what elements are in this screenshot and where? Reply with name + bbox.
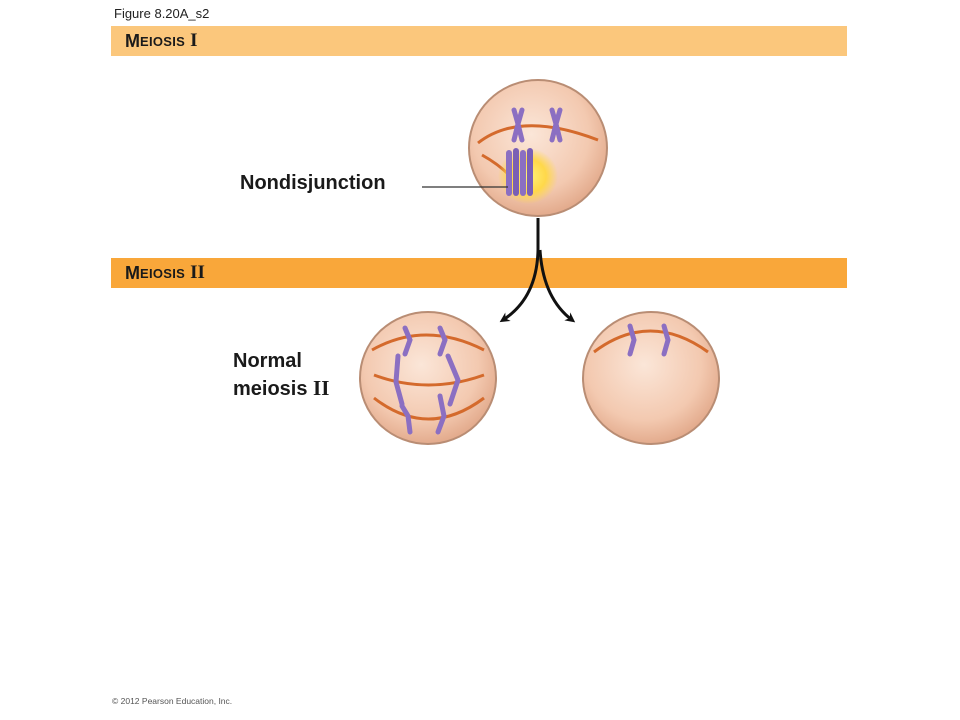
cell-meiosis-2-left	[359, 311, 497, 445]
chromosome-icon	[627, 323, 671, 357]
arrow-icon	[538, 249, 576, 323]
spindle-icon	[373, 396, 485, 421]
meiosis-2-initial: M	[125, 262, 140, 283]
chromosome-icon	[549, 107, 563, 143]
chromosome-icon	[393, 325, 461, 435]
copyright-notice: © 2012 Pearson Education, Inc.	[112, 696, 233, 706]
arrow-icon	[499, 218, 540, 323]
meiosis-1-rest: EIOSIS	[140, 33, 186, 49]
figure-label: Figure 8.20A_s2	[114, 6, 210, 21]
spindle-icon	[373, 373, 485, 387]
division-arrows	[499, 218, 576, 323]
meiosis-1-initial: M	[125, 30, 140, 51]
spindle-icon	[371, 333, 485, 352]
normal-meiosis-label: Normal meiosis II	[233, 348, 329, 403]
normal-label-numeral: II	[313, 376, 330, 400]
cell-icon	[582, 311, 720, 445]
chromosome-icon	[506, 148, 533, 196]
spindle-icon	[477, 124, 599, 145]
cell-meiosis-2-right	[582, 311, 720, 445]
meiosis-2-rest: EIOSIS	[140, 265, 186, 281]
meiosis-2-numeral: II	[190, 262, 205, 283]
spindle-icon	[593, 329, 709, 354]
meiosis-1-numeral: I	[190, 30, 198, 51]
normal-label-line2: meiosis II	[233, 375, 329, 403]
normal-label-word: meiosis	[233, 378, 308, 400]
cell-meiosis-1	[468, 79, 608, 217]
normal-label-line1: Normal	[233, 350, 302, 372]
chromosome-icon	[511, 107, 525, 143]
nondisjunction-label: Nondisjunction	[240, 172, 386, 194]
